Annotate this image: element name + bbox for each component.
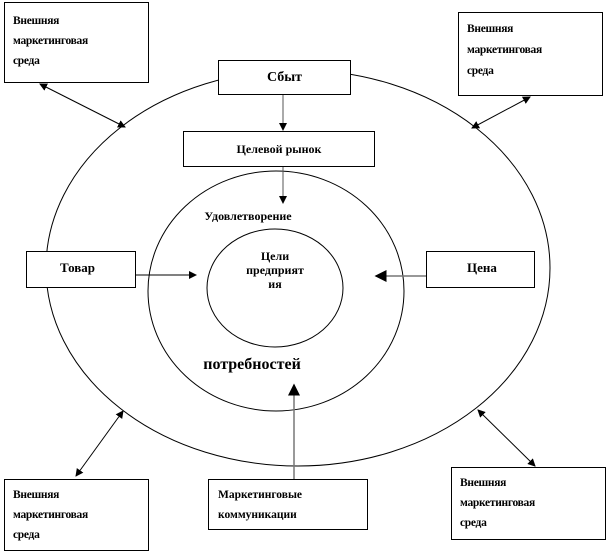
price-label: Цена	[467, 260, 497, 275]
env-label-line: Внешняя	[467, 23, 514, 35]
goals-line: предприят	[246, 263, 304, 277]
arrow-env-bottom-right	[477, 409, 536, 467]
target-market-box: Целевой рынок	[183, 131, 375, 167]
needs-label: потребностей	[203, 356, 301, 373]
goals-line: ия	[268, 277, 282, 291]
env-box-top-right: Внешняя маркетинговая среда	[458, 12, 603, 96]
marketing-comm-line: коммуникации	[218, 509, 297, 521]
env-label-line: среда	[467, 65, 494, 77]
goals-label: Цели предприят ия	[220, 249, 330, 291]
env-label-line: маркетинговая	[460, 497, 535, 509]
inner-circle	[206, 228, 344, 348]
env-box-top-left: Внешняя маркетинговая среда	[4, 2, 149, 83]
env-label-line: маркетинговая	[13, 509, 88, 521]
arrow-env-top-right	[471, 96, 531, 129]
price-box: Цена	[426, 251, 535, 288]
satisfaction-label: Удовлетворение	[204, 209, 292, 223]
middle-circle	[147, 170, 405, 412]
env-label-line: маркетинговая	[467, 44, 542, 56]
sales-label: Сбыт	[266, 69, 303, 85]
arrow-env-top-left	[39, 83, 126, 128]
env-label-line: среда	[13, 55, 40, 67]
product-label: Товар	[60, 260, 96, 275]
env-label-line: среда	[13, 529, 40, 541]
env-box-bottom-right: Внешняя маркетинговая среда	[451, 467, 606, 540]
env-label-line: Внешняя	[13, 489, 60, 501]
marketing-comm-box: Маркетинговые коммуникации	[208, 479, 368, 530]
env-label-line: Внешняя	[460, 477, 507, 489]
env-label-line: среда	[460, 517, 487, 529]
env-box-bottom-left: Внешняя маркетинговая среда	[4, 479, 149, 551]
env-label-line: маркетинговая	[13, 35, 88, 47]
product-box: Товар	[26, 251, 136, 288]
marketing-comm-line: Маркетинговые	[218, 489, 303, 501]
arrow-env-bottom-left	[75, 410, 124, 477]
sales-box: Сбыт	[218, 60, 351, 95]
goals-line: Цели	[260, 249, 290, 263]
target-market-label: Целевой рынок	[236, 141, 322, 156]
env-label-line: Внешняя	[13, 15, 60, 27]
